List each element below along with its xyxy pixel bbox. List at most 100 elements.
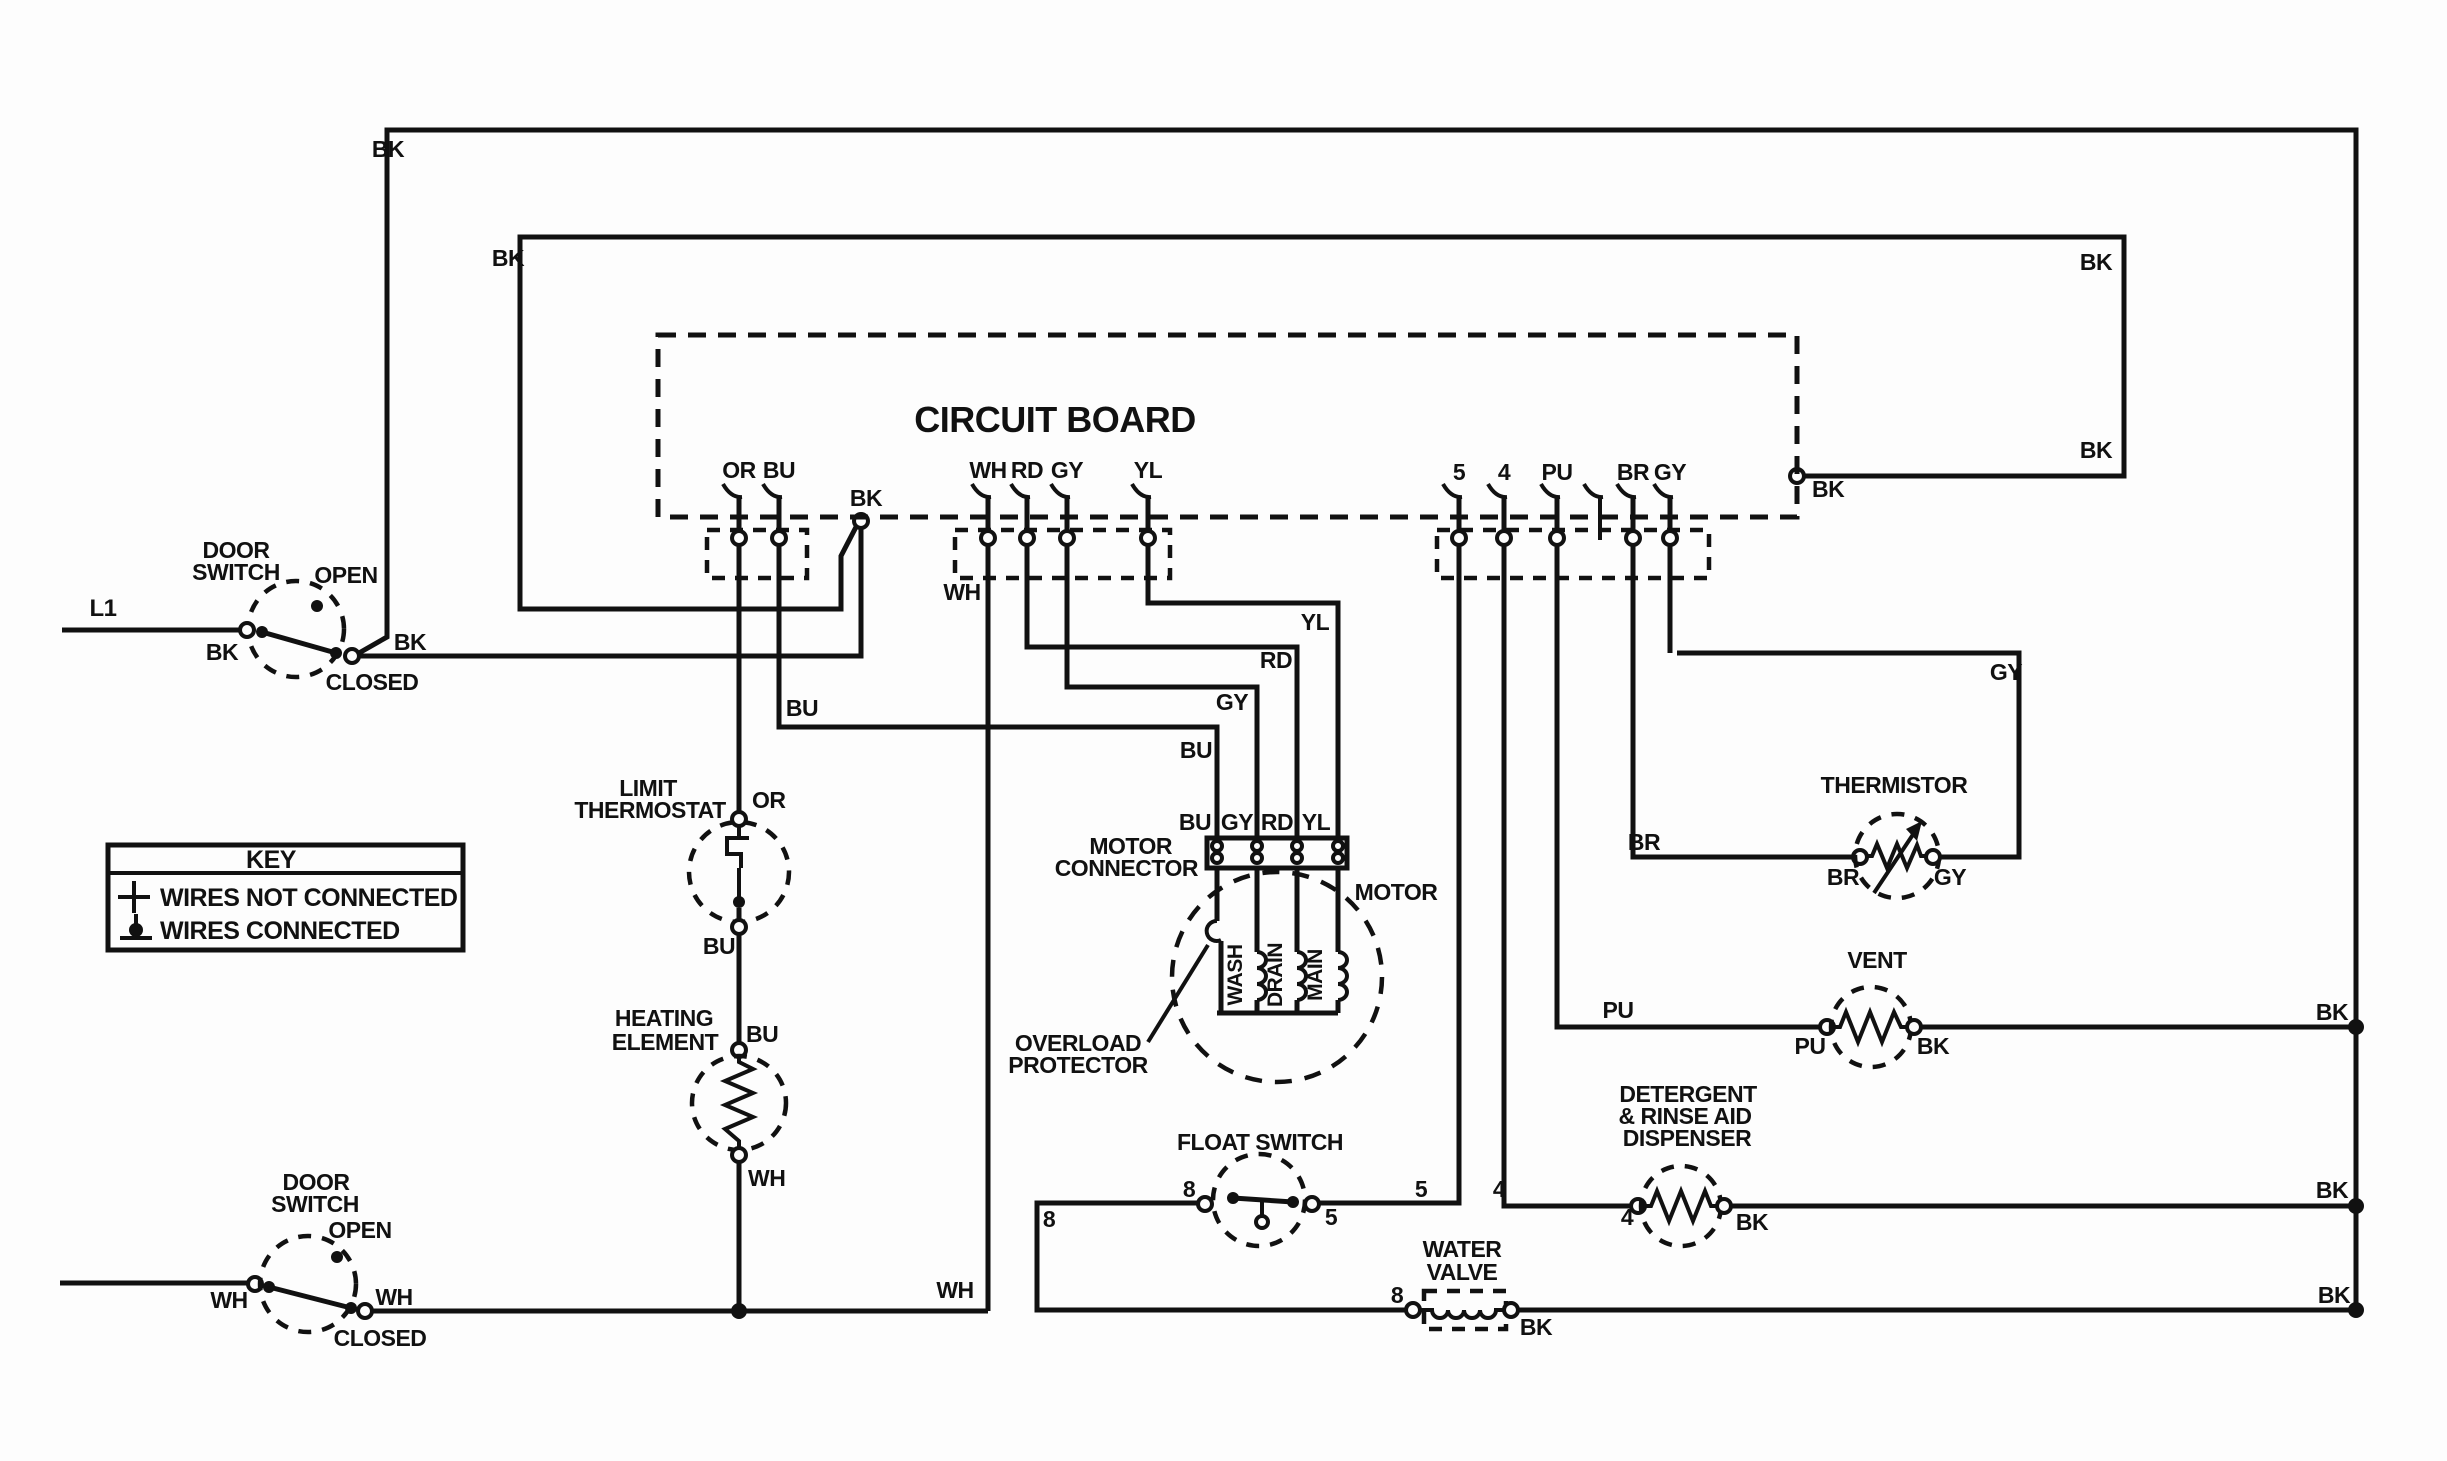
key-title: KEY: [246, 846, 297, 874]
door-switch-top-closed: CLOSED: [326, 669, 419, 695]
bk-wire-label-inner-corner: BK: [492, 245, 525, 271]
overload-protector-name-1: OVERLOAD: [1015, 1030, 1141, 1056]
door-switch-bottom-name-2: SWITCH: [271, 1191, 359, 1217]
bk-outer-wire: [62, 127, 2359, 1311]
connector-label-rd: RD: [1261, 809, 1293, 835]
detergent-dispenser: [1501, 545, 2364, 1249]
wire-5-label-float: 5: [1325, 1204, 1338, 1230]
bk-junction-label-dispenser: BK: [2316, 1177, 2349, 1203]
connector-label-bu: BU: [1179, 809, 1211, 835]
terminal-label-yl: YL: [1134, 457, 1163, 483]
wire-8-label-water-valve: 8: [1391, 1282, 1404, 1308]
terminal-label-4: 4: [1498, 459, 1511, 485]
bu-wire-label-corner1: BU: [786, 695, 818, 721]
thermistor-arrowhead: [1906, 821, 1922, 841]
terminal-label-or: OR: [722, 457, 756, 483]
bk-wire-label-dispenser: BK: [1736, 1209, 1769, 1235]
open-contact-dot: [331, 1251, 343, 1263]
terminal-label-bk-left: BK: [850, 485, 883, 511]
vent: [1554, 545, 2364, 1070]
heating-element-name-1: HEATING: [615, 1005, 713, 1031]
door-switch-bottom-name-1: DOOR: [283, 1169, 351, 1195]
circuit-board-outline: [655, 332, 1800, 581]
water-valve: [1404, 1288, 2364, 1332]
terminal-stubs: [736, 497, 1673, 531]
wire-4-label-corner: 4: [1493, 1176, 1506, 1202]
limit-thermostat: [686, 545, 792, 936]
wash-coil: [1256, 950, 1268, 1002]
wh-wire-label-top: WH: [943, 579, 980, 605]
pu-wire-label-corner: PU: [1603, 997, 1634, 1023]
overload-leader-line: [1146, 943, 1210, 1044]
terminal-label-5: 5: [1453, 459, 1466, 485]
bk-junction-label-bottom: BK: [2318, 1282, 2351, 1308]
winding-label-drain: DRAIN: [1264, 943, 1287, 1007]
water-valve-name-1: WATER: [1423, 1236, 1503, 1262]
terminal-label-gy-right: GY: [1654, 459, 1686, 485]
gy-wire-label-right: GY: [1990, 659, 2022, 685]
gy-wire-label-thermistor: GY: [1934, 864, 1966, 890]
gy-wire-label-motor: GY: [1216, 689, 1248, 715]
bk-inner-wire: [517, 234, 2127, 612]
bk-junction-dot-dispenser: [2348, 1198, 2364, 1214]
bk-wire-label-inner-right-bottom: BK: [2080, 437, 2113, 463]
l1-label: L1: [89, 595, 116, 622]
winding-label-wash: WASH: [1224, 945, 1247, 1006]
vent-name: VENT: [1847, 947, 1907, 973]
pu-wire-label-vent: PU: [1795, 1033, 1826, 1059]
motor-connector: [1204, 835, 1350, 871]
connector-label-gy: GY: [1221, 809, 1253, 835]
connector-label-yl: YL: [1302, 809, 1331, 835]
motor-name: MOTOR: [1355, 879, 1439, 905]
bk-junction-label-vent: BK: [2316, 999, 2349, 1025]
terminal-label-wh: WH: [969, 457, 1006, 483]
main-coil: [1337, 950, 1349, 1002]
br-wire: [1630, 545, 1853, 860]
wire-5-label-corner: 5: [1415, 1176, 1428, 1202]
br-wire-label-thermistor: BR: [1827, 864, 1860, 890]
bk-junction-dot-bottom: [2348, 1302, 2364, 1318]
wire-4-label-dispenser: 4: [1621, 1204, 1634, 1230]
motor-connector-name-2: CONNECTOR: [1055, 855, 1199, 881]
yl-wire: [1145, 545, 1341, 838]
br-wire-label-corner: BR: [1628, 829, 1661, 855]
motor-wires: [776, 545, 1341, 1311]
terminal-label-pu: PU: [1542, 459, 1573, 485]
valve-coil: [1420, 1308, 1504, 1320]
bu-wire-label-corner2: BU: [1180, 737, 1212, 763]
motor-connector-name-1: MOTOR: [1089, 833, 1173, 859]
bk-wire-label-door-left: BK: [206, 639, 239, 665]
wires-not-connected-symbol: [118, 881, 150, 913]
rd-wire: [1024, 545, 1300, 838]
bk-wire-label-door-right: BK: [394, 629, 427, 655]
float-actuator: [1254, 1214, 1270, 1230]
thermistor-name: THERMISTOR: [1821, 772, 1969, 798]
door-switch-bottom: [60, 1233, 988, 1335]
wire-4: [1501, 545, 1631, 1209]
limit-thermostat-name-2: THERMOSTAT: [574, 797, 726, 823]
circuit-board-title: CIRCUIT BOARD: [914, 399, 1195, 440]
bk-wire-label-water-valve: BK: [1520, 1314, 1553, 1340]
bk-junction-dot-vent: [2348, 1019, 2364, 1035]
gy-return-wire: [1677, 650, 2022, 860]
key-legend: [105, 842, 466, 953]
terminal-label-rd: RD: [1011, 457, 1043, 483]
water-valve-name-2: VALVE: [1427, 1259, 1498, 1285]
wh-wire-label-heater: WH: [748, 1165, 785, 1191]
overload-protector-symbol: [1204, 918, 1222, 943]
terminal-label-bu: BU: [763, 457, 795, 483]
float-switch-name: FLOAT SWITCH: [1177, 1129, 1343, 1155]
pu-wire: [1554, 545, 1820, 1030]
dispenser-name-1: DETERGENT: [1619, 1081, 1757, 1107]
terminal-label-br: BR: [1617, 459, 1650, 485]
dispenser-name-2: & RINSE AID: [1619, 1103, 1752, 1129]
wh-wire-label-bottom-corner: WH: [936, 1277, 973, 1303]
terminal-label-gy-mid: GY: [1051, 457, 1083, 483]
wire-8-label-valve-riser: 8: [1043, 1206, 1056, 1232]
or-wire-label: OR: [752, 787, 786, 813]
door-switch-bottom-open: OPEN: [328, 1217, 391, 1243]
door-switch-top: [238, 578, 361, 680]
key-row-connected: WIRES CONNECTED: [160, 917, 400, 945]
